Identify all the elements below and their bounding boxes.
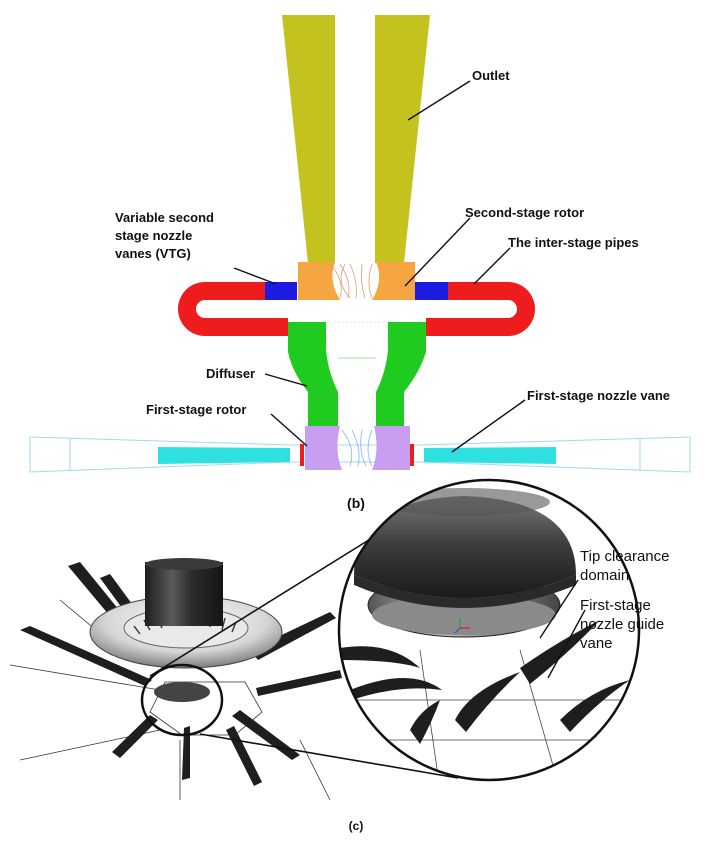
zoom-detail	[337, 478, 641, 782]
label-diffuser: Diffuser	[206, 366, 255, 381]
caption-c: (c)	[349, 819, 364, 833]
label-first-stage-rotor: First-stage rotor	[146, 402, 246, 417]
second-stage-rotor	[298, 262, 415, 300]
label-inter-stage-pipes: The inter-stage pipes	[508, 235, 639, 250]
leader-lines-b	[233, 80, 526, 453]
label-tip-line2: domain	[580, 567, 629, 584]
hub-small	[154, 682, 210, 702]
label-vtg-line2: stage nozzle	[115, 228, 192, 243]
outlet-section	[282, 15, 430, 263]
caption-b: (b)	[347, 495, 365, 511]
label-vtg-line1: Variable second	[115, 210, 214, 225]
panel-c-render: Tip clearance domain First-stage nozzle …	[9, 478, 670, 833]
label-outlet: Outlet	[472, 68, 510, 83]
nozzle-domain-outline	[29, 436, 691, 473]
label-ngv-line2: nozzle guide	[580, 616, 664, 633]
first-stage-rotor	[300, 426, 414, 470]
label-ngv-line1: First-stage	[580, 597, 651, 614]
label-tip-line1: Tip clearance	[580, 548, 670, 565]
zoom-connectors	[149, 537, 459, 779]
panel-b-diagram: Outlet Variable second stage nozzle vane…	[29, 15, 691, 511]
pipe-top	[145, 558, 223, 570]
label-second-stage-rotor: Second-stage rotor	[465, 205, 584, 220]
vtg-right	[415, 282, 448, 300]
diffuser	[288, 321, 426, 426]
leader-lines-c	[539, 579, 586, 679]
label-vtg-line3: vanes (VTG)	[115, 246, 191, 261]
outlet-pipe-3d	[145, 562, 223, 626]
zoom-source-circle	[140, 663, 224, 737]
first-stage-nozzle-vane	[158, 447, 556, 464]
label-first-stage-nozzle-vane: First-stage nozzle vane	[527, 388, 670, 403]
label-ngv-line3: vane	[580, 635, 613, 652]
vtg-left	[265, 282, 297, 300]
inter-stage-pipes	[178, 282, 535, 336]
